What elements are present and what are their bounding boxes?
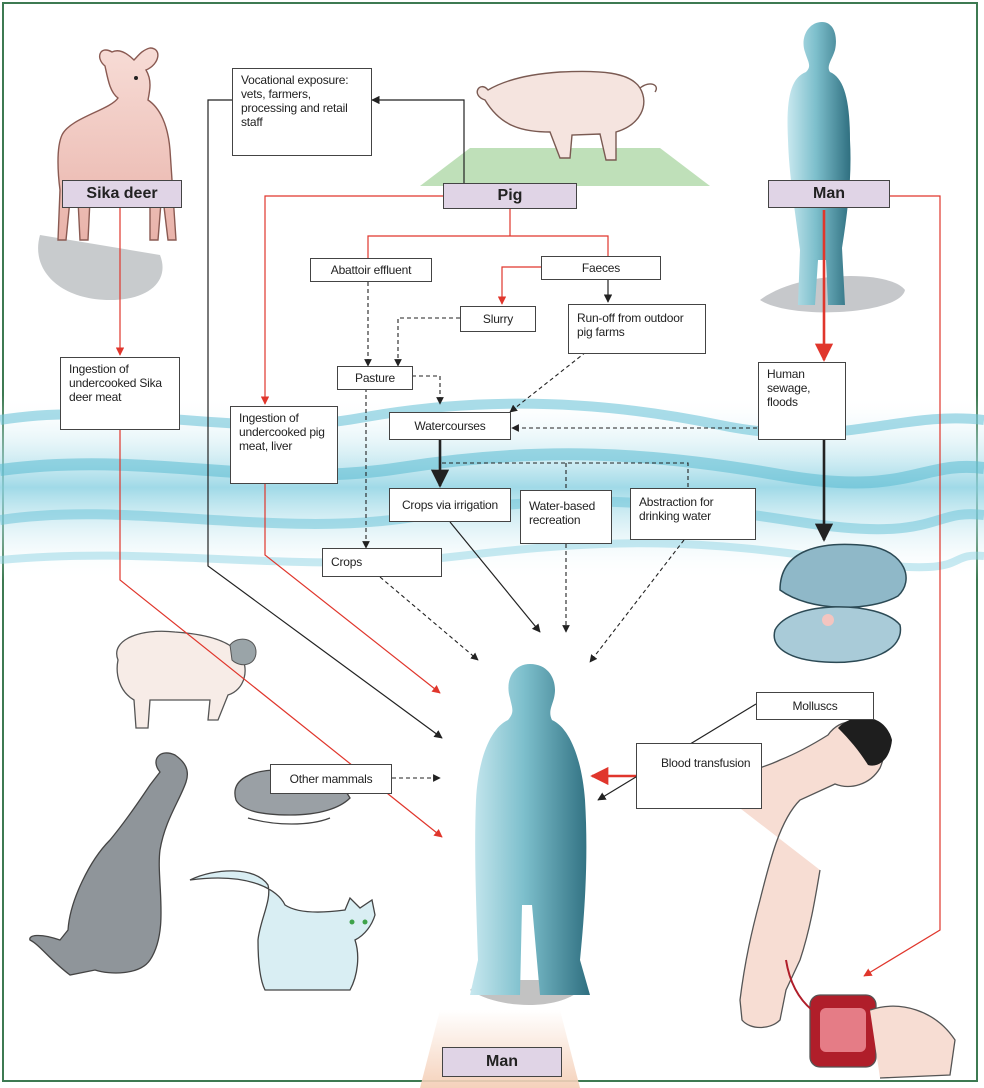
other-mammals-text: Other mammals (290, 772, 373, 786)
arrow-faeces-slurry (502, 267, 541, 304)
pig-label: Pig (498, 187, 523, 205)
box-blood-transfusion: Blood transfusion (636, 743, 762, 809)
slurry-text: Slurry (483, 312, 513, 326)
molluscs-text: Molluscs (792, 699, 837, 713)
box-other-mammals: Other mammals (270, 764, 392, 794)
mollusc-shell-illustration (774, 544, 906, 662)
box-crops-irrigation: Crops via irrigation (389, 488, 511, 522)
watercourses-text: Watercourses (414, 419, 485, 433)
box-human-sewage: Human sewage, floods (758, 362, 846, 440)
sika-deer-label: Sika deer (86, 185, 157, 203)
ingestion-pig-text: Ingestion of undercooked pig meat, liver (239, 411, 325, 453)
man-bottom-label: Man (486, 1053, 518, 1071)
box-faeces: Faeces (541, 256, 661, 280)
abstraction-text: Abstraction for drinking water (639, 495, 713, 523)
arrow-crops-man (380, 577, 478, 660)
crops-irrigation-text: Crops via irrigation (402, 498, 498, 512)
box-abattoir-effluent: Abattoir effluent (310, 258, 432, 282)
water-recreation-text: Water-based recreation (529, 499, 595, 527)
box-ingestion-deer: Ingestion of undercooked Sika deer meat (60, 357, 180, 430)
runoff-text: Run-off from outdoor pig farms (577, 311, 684, 339)
box-watercourses: Watercourses (389, 412, 511, 440)
box-water-recreation: Water-based recreation (520, 490, 612, 544)
box-molluscs: Molluscs (756, 692, 874, 720)
pig-illustration (477, 71, 656, 160)
box-runoff: Run-off from outdoor pig farms (568, 304, 706, 354)
crops-text: Crops (331, 555, 362, 569)
box-slurry: Slurry (460, 306, 536, 332)
sika-deer-illustration (38, 48, 176, 300)
pasture-text: Pasture (355, 371, 395, 385)
box-vocational-exposure: Vocational exposure: vets, farmers, proc… (232, 68, 372, 156)
man-silhouette-central (470, 664, 590, 1005)
sheep-illustration (117, 631, 256, 728)
box-pasture: Pasture (337, 366, 413, 390)
cat-illustration (190, 871, 375, 990)
box-ingestion-pig: Ingestion of undercooked pig meat, liver (230, 406, 338, 484)
blood-transfusion-text: Blood transfusion (661, 756, 750, 770)
box-crops: Crops (322, 548, 442, 577)
arrow-slurry-pasture (398, 318, 460, 366)
human-sewage-text: Human sewage, floods (767, 367, 810, 409)
header-man-bottom: Man (442, 1047, 562, 1077)
header-man-top: Man (768, 180, 890, 208)
vocational-text: Vocational exposure: vets, farmers, proc… (241, 73, 348, 129)
man-top-label: Man (813, 185, 845, 203)
box-abstraction: Abstraction for drinking water (630, 488, 756, 540)
man-silhouette-top (760, 22, 905, 312)
faeces-text: Faeces (582, 261, 620, 275)
abattoir-text: Abattoir effluent (331, 263, 411, 277)
header-pig: Pig (443, 183, 577, 209)
dog-illustration (30, 753, 188, 975)
ingestion-deer-text: Ingestion of undercooked Sika deer meat (69, 362, 162, 404)
branch-pig-split (368, 207, 608, 258)
header-sika-deer: Sika deer (62, 180, 182, 208)
